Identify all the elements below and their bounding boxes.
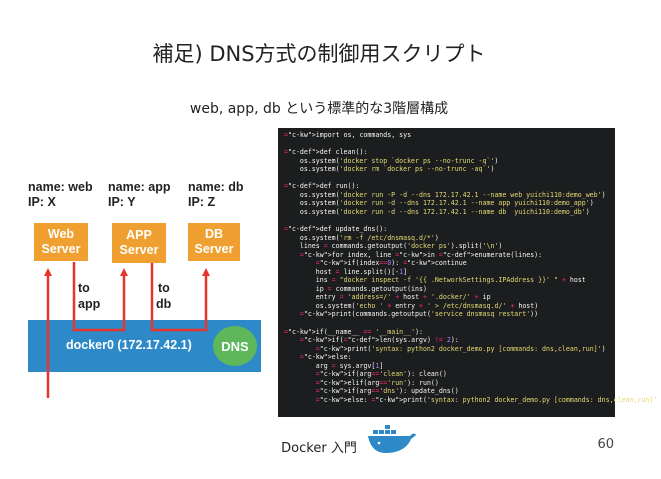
db-server-box-line2: Server [194,242,234,256]
code-line: ="c-kw">print(commands.getoutput('servic… [299,310,539,319]
web-ip-label: IP: X [28,195,56,209]
code-line: ="c-kw">print('syntax: python2 docker_de… [315,344,606,353]
code-line: ="c-kw">else: ="c-kw">print('syntax: pyt… [315,395,661,404]
db-server-box: DB Server [188,223,240,261]
web-server-box-line1: Web [47,227,75,241]
code-line: ="c-def">def update_dns(): [284,225,388,234]
docker0-bridge-label: docker0 (172.17.42.1) [66,338,192,352]
connection-arrows [44,262,210,398]
code-line: ="c-kw">import os, commands, sys [284,131,412,139]
slide-subtitle: web, app, db という標準的な3階層構成 [189,101,449,117]
code-line: ="c-kw">if(arg=='clean'): clean() [315,370,447,379]
code-line: lines = commands.getoutput('docker ps').… [284,242,503,251]
code-line: os.system('docker stop `docker ps --no-t… [284,156,499,165]
code-line: ="c-def">def run(): [284,182,360,191]
code-line: ip = commands.getoutput(ins) [284,284,427,293]
code-line: os.system('echo ' + entry + ' > /etc/dns… [284,301,539,310]
code-line: ="c-kw">if(__name__ == '__main__'): [284,327,424,336]
app-ip-label: IP: Y [108,195,136,209]
docker-whale-icon [368,425,416,453]
code-line: ="c-kw">elif(arg=='run'): run() [315,378,439,387]
code-line: ="c-def">def clean(): [284,148,368,157]
code-line: entry = 'address=/' + host + '.docker/' … [284,293,491,302]
code-line: ="c-kw">if(index==0): ="c-kw">continue [315,259,467,268]
app-server-box-line1: APP [126,228,152,242]
app-server-box: APP Server [112,223,166,263]
code-line: os.system('rm -f /etc/dnsmasq.d/*') [284,233,439,242]
code-line: os.system('docker run -P -d --dns 172.17… [284,190,606,199]
code-line [284,319,615,328]
page-number: 60 [597,437,614,452]
web-server-box-line2: Server [41,242,81,256]
web-to-app-arrow [72,262,128,332]
code-line: os.system('docker rm `docker ps --no-tru… [284,165,495,174]
db-server-box-line1: DB [204,227,224,241]
code-line: ="c-kw">else: [299,353,352,362]
code-line: arg = sys.argv[1] [284,361,384,370]
dns-badge: DNS [213,326,257,366]
code-line: ="c-kw">if(arg=='dns'): update_dns() [315,387,459,396]
code-line: host = line.split()[-1] [284,267,408,276]
app-to-db-arrow [150,263,210,332]
db-name-label: name: db [188,180,244,194]
app-server-box-line2: Server [119,243,159,257]
footer-title: Docker 入門 [281,441,357,456]
slide-title: 補足) DNS方式の制御用スクリプト [152,42,486,66]
code-line: ="c-kw">for index, line ="c-kw">in ="c-d… [299,250,543,259]
code-line [284,140,615,149]
db-ip-label: IP: Z [188,195,216,209]
app-name-label: name: app [108,180,171,194]
link-label-to-app-2: app [78,297,101,311]
code-line [284,216,615,225]
code-line: os.system('docker run -d --dns 172.17.42… [284,207,590,216]
link-label-to-db-1: to [158,281,170,295]
code-line [284,174,615,183]
code-line: ="c-kw">if(="c-def">len(sys.argv) != 2): [299,336,459,345]
web-server-box: Web Server [34,223,88,261]
link-label-to-db-2: db [156,297,172,311]
link-label-to-app-1: to [78,281,90,295]
web-name-label: name: web [28,180,93,194]
code-line: ins = "docker inspect -f '{{ .NetworkSet… [284,276,586,285]
code-line: os.system('docker run -d --dns 172.17.42… [284,199,594,208]
code-editor-panel: ="c-kw">import os, commands, sys ="c-def"… [278,128,661,417]
